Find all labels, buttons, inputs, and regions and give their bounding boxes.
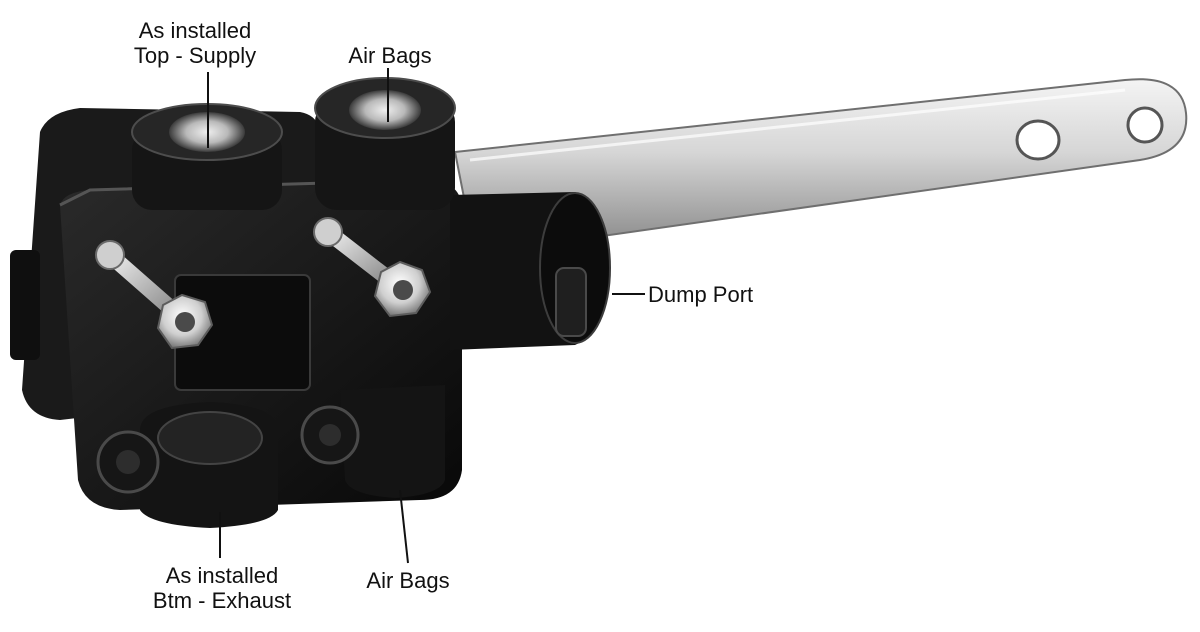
label-top-supply-line1: As installed bbox=[138, 18, 252, 43]
arm-hole-outer bbox=[1126, 106, 1164, 144]
label-btm-exhaust-line2: Btm - Exhaust bbox=[152, 588, 292, 613]
stud-right bbox=[313, 217, 432, 318]
top-air-bag-port bbox=[349, 90, 421, 130]
arm-hole-inner bbox=[1015, 119, 1061, 161]
bottom-exhaust-port bbox=[157, 411, 263, 465]
label-btm-exhaust: As installed Btm - Exhaust bbox=[122, 563, 322, 613]
label-air-bags-bottom-text: Air Bags bbox=[366, 568, 450, 593]
label-air-bags-top: Air Bags bbox=[330, 43, 450, 68]
stud-left bbox=[95, 240, 214, 350]
lever-arm bbox=[453, 78, 1188, 244]
dump-port-cap bbox=[555, 267, 587, 337]
leader-air-bags-bottom bbox=[399, 489, 409, 564]
label-top-supply: As installed Top - Supply bbox=[95, 18, 295, 68]
label-dump-port: Dump Port bbox=[648, 282, 753, 307]
label-air-bags-bottom: Air Bags bbox=[348, 568, 468, 593]
leader-lines bbox=[207, 68, 645, 564]
label-dump-port-text: Dump Port bbox=[648, 282, 754, 307]
label-top-supply-line2: Top - Supply bbox=[133, 43, 257, 68]
label-btm-exhaust-line1: As installed bbox=[165, 563, 279, 588]
label-air-bags-top-text: Air Bags bbox=[348, 43, 432, 68]
